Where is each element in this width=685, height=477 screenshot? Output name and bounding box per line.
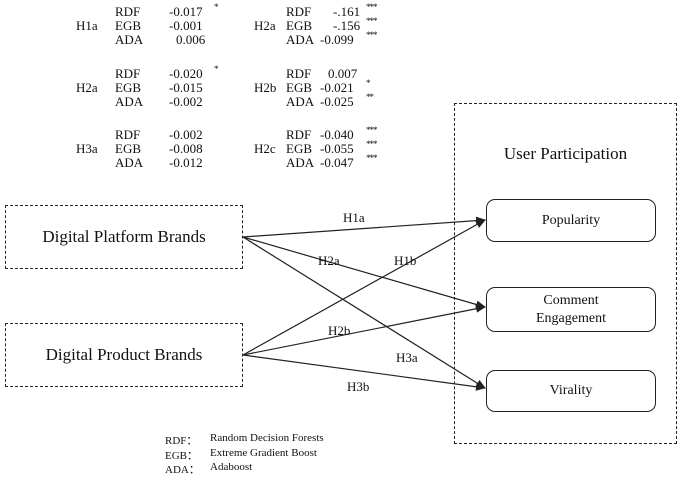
product-brands-label: Digital Product Brands bbox=[45, 345, 203, 364]
arrow-h2a bbox=[242, 236, 486, 309]
arrow-h1a bbox=[242, 216, 486, 238]
legend-desc: Adaboost bbox=[210, 461, 253, 473]
coefficient-value: -0.040 bbox=[320, 127, 354, 142]
significance-marker: * bbox=[214, 2, 218, 12]
coefficient-value: -.161 bbox=[333, 4, 361, 19]
path-label-h1a: H1a bbox=[343, 210, 365, 225]
model-label: ADA bbox=[115, 155, 144, 170]
coefficient-value: -0.025 bbox=[320, 94, 354, 109]
arrow-h3b bbox=[242, 354, 486, 391]
coefficient-value: -0.020 bbox=[169, 66, 203, 81]
path-label-h3b: H3b bbox=[347, 379, 370, 394]
significance-marker: * bbox=[366, 78, 370, 88]
legend-desc: Random Decision Forests bbox=[210, 432, 324, 444]
coefficient-value: -0.047 bbox=[320, 155, 354, 170]
path-label-h2a: H2a bbox=[318, 253, 340, 268]
model-label: ADA bbox=[286, 32, 315, 47]
coefficient-value: -0.017 bbox=[169, 4, 203, 19]
legend-key: ADA： bbox=[165, 464, 200, 476]
coefficient-value: -0.099 bbox=[320, 32, 354, 47]
coefficient-value: 0.007 bbox=[328, 66, 358, 81]
virality-label: Virality bbox=[549, 383, 593, 398]
path-label-h1b: H1b bbox=[394, 253, 417, 268]
model-label: EGB bbox=[115, 80, 141, 95]
model-label: EGB bbox=[286, 80, 312, 95]
virality-box: Virality bbox=[486, 370, 656, 412]
stats-group-id: H2a bbox=[76, 80, 98, 95]
model-label: RDF bbox=[115, 66, 141, 81]
coefficient-value: -0.021 bbox=[320, 80, 354, 95]
path-label-h2b: H2b bbox=[328, 323, 351, 338]
coefficient-value: -0.002 bbox=[169, 127, 203, 142]
model-label: EGB bbox=[286, 18, 312, 33]
stats-group-id: H2a bbox=[254, 18, 276, 33]
model-label: ADA bbox=[286, 155, 315, 170]
stats-group-id: H2c bbox=[254, 141, 276, 156]
coefficient-value: -.156 bbox=[333, 18, 361, 33]
model-label: EGB bbox=[115, 18, 141, 33]
model-label: RDF bbox=[286, 4, 312, 19]
legend-key: RDF： bbox=[165, 435, 198, 447]
platform-brands-box: Digital Platform Brands bbox=[5, 205, 243, 269]
coefficient-value: -0.001 bbox=[169, 18, 203, 33]
significance-marker: *** bbox=[366, 16, 377, 26]
stats-group-id: H2b bbox=[254, 80, 277, 95]
model-label: EGB bbox=[115, 141, 141, 156]
significance-marker: *** bbox=[366, 125, 377, 135]
significance-marker: *** bbox=[366, 139, 377, 149]
significance-marker: ** bbox=[366, 92, 374, 102]
coefficient-value: 0.006 bbox=[176, 32, 206, 47]
significance-marker: * bbox=[214, 64, 218, 74]
comment-engagement-box: Comment Engagement bbox=[486, 287, 656, 332]
coefficient-value: -0.012 bbox=[169, 155, 203, 170]
model-label: EGB bbox=[286, 141, 312, 156]
significance-marker: *** bbox=[366, 30, 377, 40]
model-label: RDF bbox=[286, 127, 312, 142]
coefficient-value: -0.002 bbox=[169, 94, 203, 109]
path-label-h3a: H3a bbox=[396, 350, 418, 365]
coefficient-value: -0.008 bbox=[169, 141, 203, 156]
coefficient-value: -0.055 bbox=[320, 141, 354, 156]
engagement-label: Engagement bbox=[536, 310, 606, 326]
arrow-h3a bbox=[242, 236, 486, 389]
comment-label: Comment bbox=[543, 292, 599, 308]
arrow-h1b bbox=[242, 219, 486, 356]
user-participation-title: User Participation bbox=[503, 144, 628, 163]
stats-group-id: H1a bbox=[76, 18, 98, 33]
stats-group-id: H3a bbox=[76, 141, 98, 156]
model-label: RDF bbox=[115, 127, 141, 142]
model-label: ADA bbox=[115, 32, 144, 47]
model-label: RDF bbox=[115, 4, 141, 19]
coefficient-value: -0.015 bbox=[169, 80, 203, 95]
legend-desc: Extreme Gradient Boost bbox=[210, 447, 317, 459]
significance-marker: *** bbox=[366, 153, 377, 163]
popularity-box: Popularity bbox=[486, 199, 656, 242]
arrow-h2b bbox=[242, 304, 486, 356]
platform-brands-label: Digital Platform Brands bbox=[42, 227, 206, 246]
model-label: ADA bbox=[286, 94, 315, 109]
popularity-label: Popularity bbox=[541, 212, 601, 228]
product-brands-box: Digital Product Brands bbox=[5, 323, 243, 387]
legend-key: EGB： bbox=[165, 450, 198, 462]
model-label: ADA bbox=[115, 94, 144, 109]
significance-marker: *** bbox=[366, 2, 377, 12]
user-participation-box bbox=[454, 103, 677, 444]
model-label: RDF bbox=[286, 66, 312, 81]
